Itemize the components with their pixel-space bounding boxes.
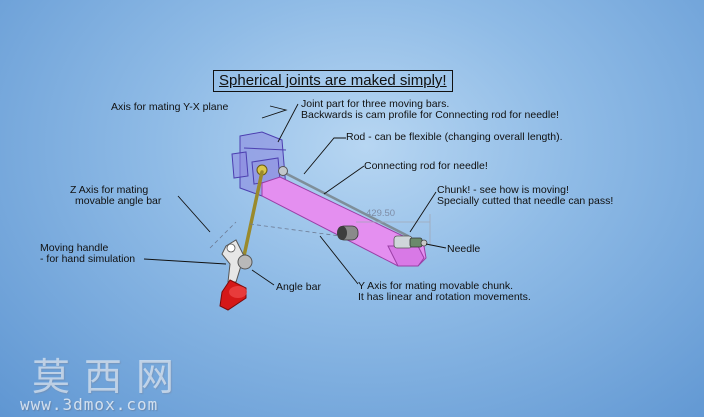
label-angle-bar: Angle bar [276, 281, 321, 293]
dimension-line [356, 214, 431, 246]
label-y-axis-2: It has linear and rotation movements. [358, 291, 531, 303]
chunk-cylinder [337, 225, 359, 241]
angle-bar [242, 170, 264, 258]
label-axis-yx: Axis for mating Y-X plane [111, 101, 229, 113]
connecting-rod [261, 176, 427, 267]
label-connecting-rod: Connecting rod for needle! [364, 160, 488, 172]
label-rod: Rod - can be flexible (changing overall … [346, 131, 563, 143]
label-needle: Needle [447, 243, 481, 255]
label-chunk-2: Specially cutted that needle can pass! [437, 195, 614, 207]
rod [281, 170, 410, 238]
axis-lines [209, 221, 341, 249]
watermark-chinese: 莫西网 [32, 355, 189, 399]
dimension-value: 429.50 [366, 208, 396, 219]
watermark-url: www.3dmox.com [20, 395, 159, 414]
label-z-axis-2: movable angle bar [75, 195, 162, 207]
label-moving-handle-2: - for hand simulation [40, 253, 136, 265]
diagram-title: Spherical joints are maked simply! [213, 70, 453, 92]
label-y-axis-1: Y Axis for mating movable chunk. [358, 280, 514, 292]
label-z-axis-1: Z Axis for mating [70, 184, 149, 196]
joint-ball-rod [278, 166, 288, 176]
label-chunk-1: Chunk! - see how is moving! [437, 184, 569, 196]
moving-handle [219, 239, 253, 311]
needle-assembly [393, 235, 428, 249]
label-joint-part-2: Backwards is cam profile for Connecting … [301, 109, 559, 121]
leader-lines [143, 103, 447, 286]
label-moving-handle-1: Moving handle [40, 242, 109, 254]
label-joint-part-1: Joint part for three moving bars. [301, 98, 450, 110]
